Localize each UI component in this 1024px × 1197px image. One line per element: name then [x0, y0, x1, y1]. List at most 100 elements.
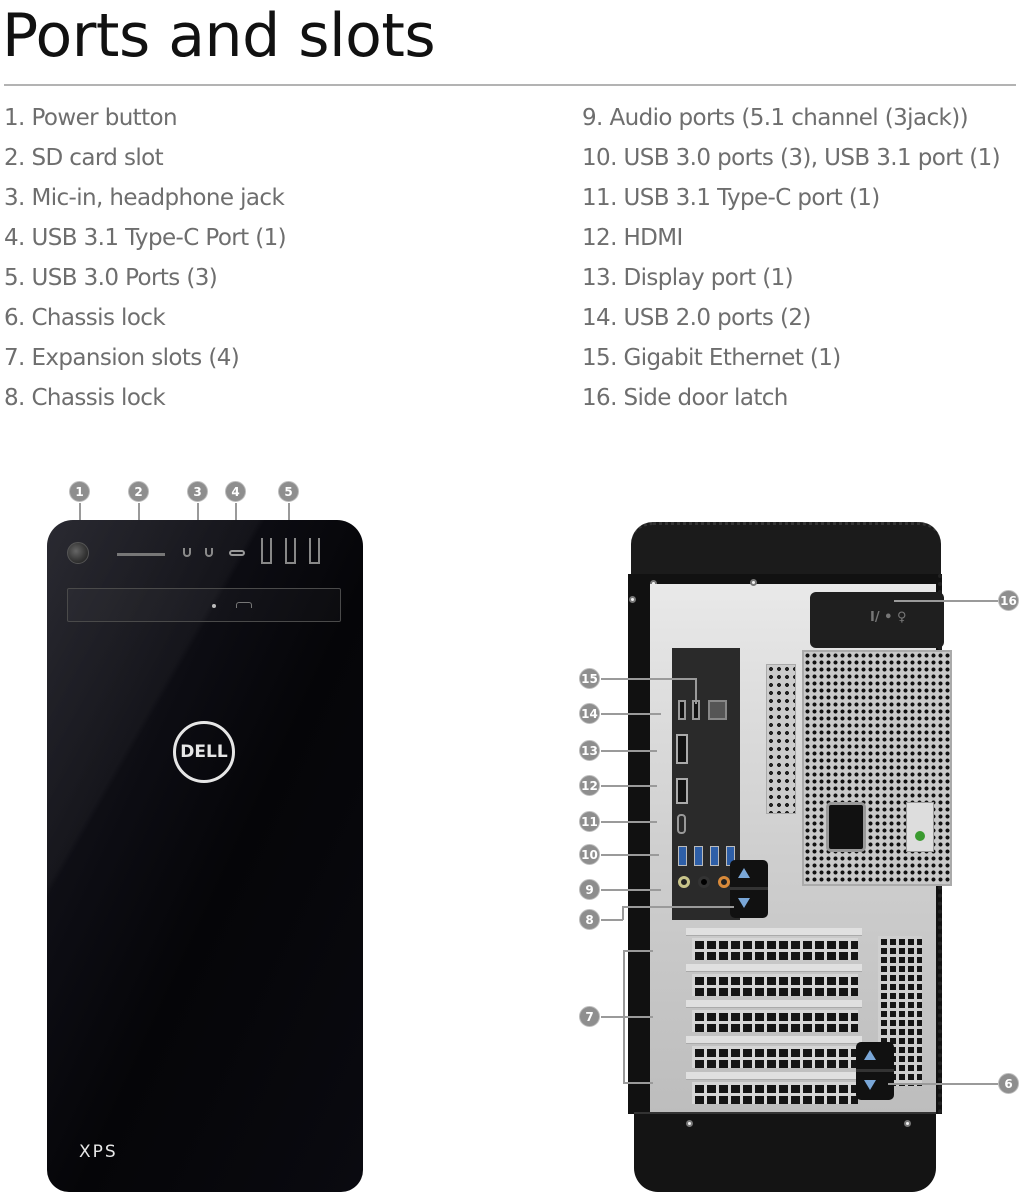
usb2-port-icon [678, 700, 686, 720]
rear-chassis: I/ • ♀ [628, 574, 952, 1114]
callout-badge: 10 [579, 844, 600, 865]
screw-icon [629, 596, 636, 603]
screw-icon [686, 1120, 693, 1127]
legend-item: 5. USB 3.0 Ports (3) [4, 265, 218, 291]
callout-leader [601, 678, 697, 680]
rear-panel: I/ • ♀ [650, 579, 952, 1114]
callout-leader [601, 785, 657, 787]
callout-leader [623, 1016, 653, 1018]
usb-port-icon [285, 538, 296, 564]
slot-bracket [686, 928, 862, 936]
callout-leader [888, 1083, 998, 1085]
legend-item: 1. Power button [4, 105, 178, 131]
power-button-icon [67, 542, 89, 564]
callout-badge: 14 [579, 703, 600, 724]
rear-tower-image: I/ • ♀ [628, 522, 952, 1192]
callout-badge: 9 [579, 879, 600, 900]
expansion-slot [692, 1082, 858, 1104]
expansion-slot [692, 938, 858, 960]
usb-c-port-icon [229, 550, 245, 556]
optical-drive-bay [67, 588, 341, 622]
ethernet-port-icon [708, 700, 727, 720]
legend-item: 4. USB 3.1 Type-C Port (1) [4, 225, 287, 251]
callout-badge: 5 [278, 481, 299, 502]
callout-leader [601, 713, 661, 715]
callout-badge: 2 [128, 481, 149, 502]
usb3-port-icon [694, 846, 703, 866]
eject-icon [236, 602, 252, 608]
xps-logo: XPS [79, 1142, 118, 1162]
hdmi-port-icon [676, 778, 688, 804]
sd-card-slot-icon [117, 553, 165, 556]
legend-item: 10. USB 3.0 ports (3), USB 3.1 port (1) [582, 145, 1001, 171]
callout-leader [622, 906, 734, 908]
slot-bracket [686, 1000, 862, 1008]
io-shield [672, 648, 740, 920]
vent-grille [878, 936, 922, 1086]
power-supply [802, 650, 952, 886]
lock-divider [856, 1069, 894, 1072]
expansion-slot [692, 1046, 858, 1068]
lock-divider [730, 887, 768, 890]
screw-icon [904, 1120, 911, 1127]
callout-badge: 13 [579, 740, 600, 761]
legend-item: 14. USB 2.0 ports (2) [582, 305, 811, 331]
usb3-port-icon [678, 846, 687, 866]
legend-item: 13. Display port (1) [582, 265, 794, 291]
callout-badge: 8 [579, 909, 600, 930]
legend-item: 11. USB 3.1 Type-C port (1) [582, 185, 880, 211]
callout-leader [288, 503, 290, 529]
legend-item: 6. Chassis lock [4, 305, 166, 331]
vent-grille [766, 664, 796, 814]
callout-leader [623, 950, 653, 952]
mic-jack-icon [183, 548, 191, 557]
chassis-lock-6 [856, 1042, 894, 1100]
rear-bottom-foot [634, 1112, 936, 1192]
expansion-slot [692, 974, 858, 996]
arrow-down-icon [738, 898, 750, 908]
callout-badge: 4 [225, 481, 246, 502]
usb-c-port-icon [677, 814, 686, 834]
displayport-icon [676, 734, 688, 764]
callout-leader [601, 889, 661, 891]
legend-item: 15. Gigabit Ethernet (1) [582, 345, 841, 371]
power-plug-icon [826, 802, 866, 852]
audio-jack-icon [698, 876, 710, 888]
legend-list-left: 1. Power button 2. SD card slot 3. Mic-i… [4, 101, 287, 421]
callout-leader [197, 503, 199, 527]
drive-led-icon [212, 604, 216, 608]
page-title: Ports and slots [2, 1, 436, 71]
audio-jack-icon [718, 876, 730, 888]
callout-leader [601, 750, 657, 752]
latch-glyph: I/ • ♀ [870, 610, 907, 625]
callout-leader [622, 906, 624, 920]
usb-port-icon [309, 538, 320, 564]
rear-top-cap [631, 522, 941, 578]
callout-leader [623, 1082, 653, 1084]
front-tower-image: DELL XPS [47, 520, 363, 1192]
legend-item: 8. Chassis lock [4, 385, 166, 411]
audio-jack-icon [678, 876, 690, 888]
callout-leader [894, 600, 998, 602]
legend-item: 7. Expansion slots (4) [4, 345, 240, 371]
callout-badge: 3 [187, 481, 208, 502]
callout-leader [601, 854, 659, 856]
usb3-port-icon [710, 846, 719, 866]
callout-badge: 16 [998, 590, 1019, 611]
psu-led-icon [915, 831, 925, 841]
callout-leader [601, 1016, 625, 1018]
usb-port-icon [261, 538, 272, 564]
slot-bracket [686, 1036, 862, 1044]
legend-item: 12. HDMI [582, 225, 683, 251]
legend-item: 3. Mic-in, headphone jack [4, 185, 285, 211]
title-divider [4, 84, 1016, 86]
callout-badge: 15 [579, 668, 600, 689]
headphone-jack-icon [205, 548, 213, 557]
callout-badge: 7 [579, 1006, 600, 1027]
arrow-up-icon [738, 868, 750, 878]
chassis-lock-8 [730, 860, 768, 918]
legend-item: 16. Side door latch [582, 385, 788, 411]
callout-badge: 6 [998, 1073, 1019, 1094]
callout-badge: 12 [579, 775, 600, 796]
callout-badge: 1 [69, 481, 90, 502]
